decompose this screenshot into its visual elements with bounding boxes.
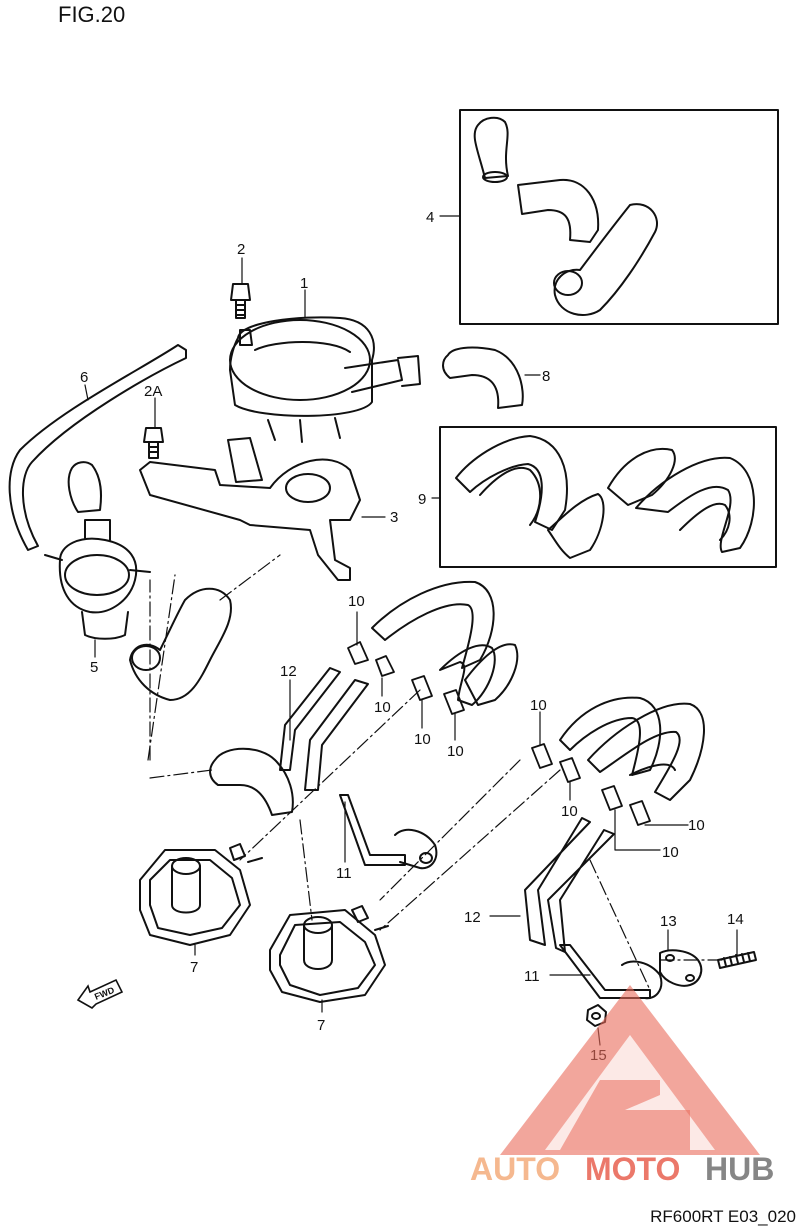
part-14-stud	[717, 951, 757, 969]
fwd-arrow-icon: FWD	[76, 978, 124, 1009]
callout-8: 8	[542, 368, 550, 385]
callout-10-f: 10	[561, 803, 578, 820]
part-9-hoses	[455, 435, 755, 559]
part-10-hoses-upper	[371, 580, 519, 706]
callout-10-c: 10	[414, 731, 431, 748]
hose-mid-left	[129, 587, 232, 701]
callout-4: 4	[426, 209, 434, 226]
part-9-box	[439, 426, 777, 568]
callout-labels: 1 2 2A 3 4 5 6 7 7 8 9 10 10 10 10 10 10…	[80, 209, 744, 1064]
part-4-box	[459, 109, 779, 325]
callout-10-d: 10	[447, 743, 464, 760]
part-4-hoses	[473, 116, 658, 316]
callout-10-g: 10	[662, 844, 679, 861]
part-12-pipes-right	[524, 817, 615, 953]
part-11-pipe-left	[339, 794, 438, 870]
callout-10-b: 10	[374, 699, 391, 716]
callout-12-left: 12	[280, 663, 297, 680]
figure-title: FIG.20	[58, 2, 126, 27]
guide-lines	[147, 554, 726, 991]
part-5-valve	[44, 461, 151, 640]
callout-2: 2	[237, 241, 245, 258]
part-11-pipe-right	[559, 944, 663, 1000]
part-1-valve	[229, 316, 421, 443]
callout-10-a: 10	[348, 593, 365, 610]
callout-14: 14	[727, 911, 744, 928]
watermark-text-hub: HUB	[705, 1151, 774, 1187]
leader-lines	[84, 215, 738, 1046]
part-8-elbow	[442, 346, 524, 409]
callout-7-right: 7	[317, 1017, 325, 1034]
part-10-hoses-lower	[559, 696, 705, 801]
callout-3: 3	[390, 509, 398, 526]
watermark-logo: AUTO MOTO HUB	[470, 985, 774, 1187]
watermark-text-moto: MOTO	[585, 1151, 680, 1187]
part-7-cover-right	[269, 905, 389, 1003]
callout-13: 13	[660, 913, 677, 930]
callout-1: 1	[300, 275, 308, 292]
callout-2a: 2A	[144, 383, 162, 400]
hose-mid-left-end	[131, 645, 161, 671]
part-13-gasket	[659, 949, 703, 987]
callout-6: 6	[80, 369, 88, 386]
drawing-code: RF600RT E03_020	[650, 1207, 796, 1226]
clips-10	[347, 641, 651, 826]
part-2-bolt	[230, 283, 251, 319]
part-12-pipes-left	[279, 667, 369, 791]
part-6-hose	[8, 344, 187, 551]
watermark-text-auto: AUTO	[470, 1151, 560, 1187]
hose-elbow-center	[209, 747, 294, 816]
callout-9: 9	[418, 491, 426, 508]
callout-11-right: 11	[524, 968, 540, 985]
callout-10-e: 10	[530, 697, 547, 714]
callout-7-left: 7	[190, 959, 198, 976]
callout-12-right: 12	[464, 909, 481, 926]
callout-11-left: 11	[336, 865, 352, 882]
part-7-cover-left	[139, 843, 263, 946]
part-3-bracket	[139, 437, 361, 581]
callout-5: 5	[90, 659, 98, 676]
part-2a-bolt	[143, 427, 164, 459]
callout-10-h: 10	[688, 817, 705, 834]
